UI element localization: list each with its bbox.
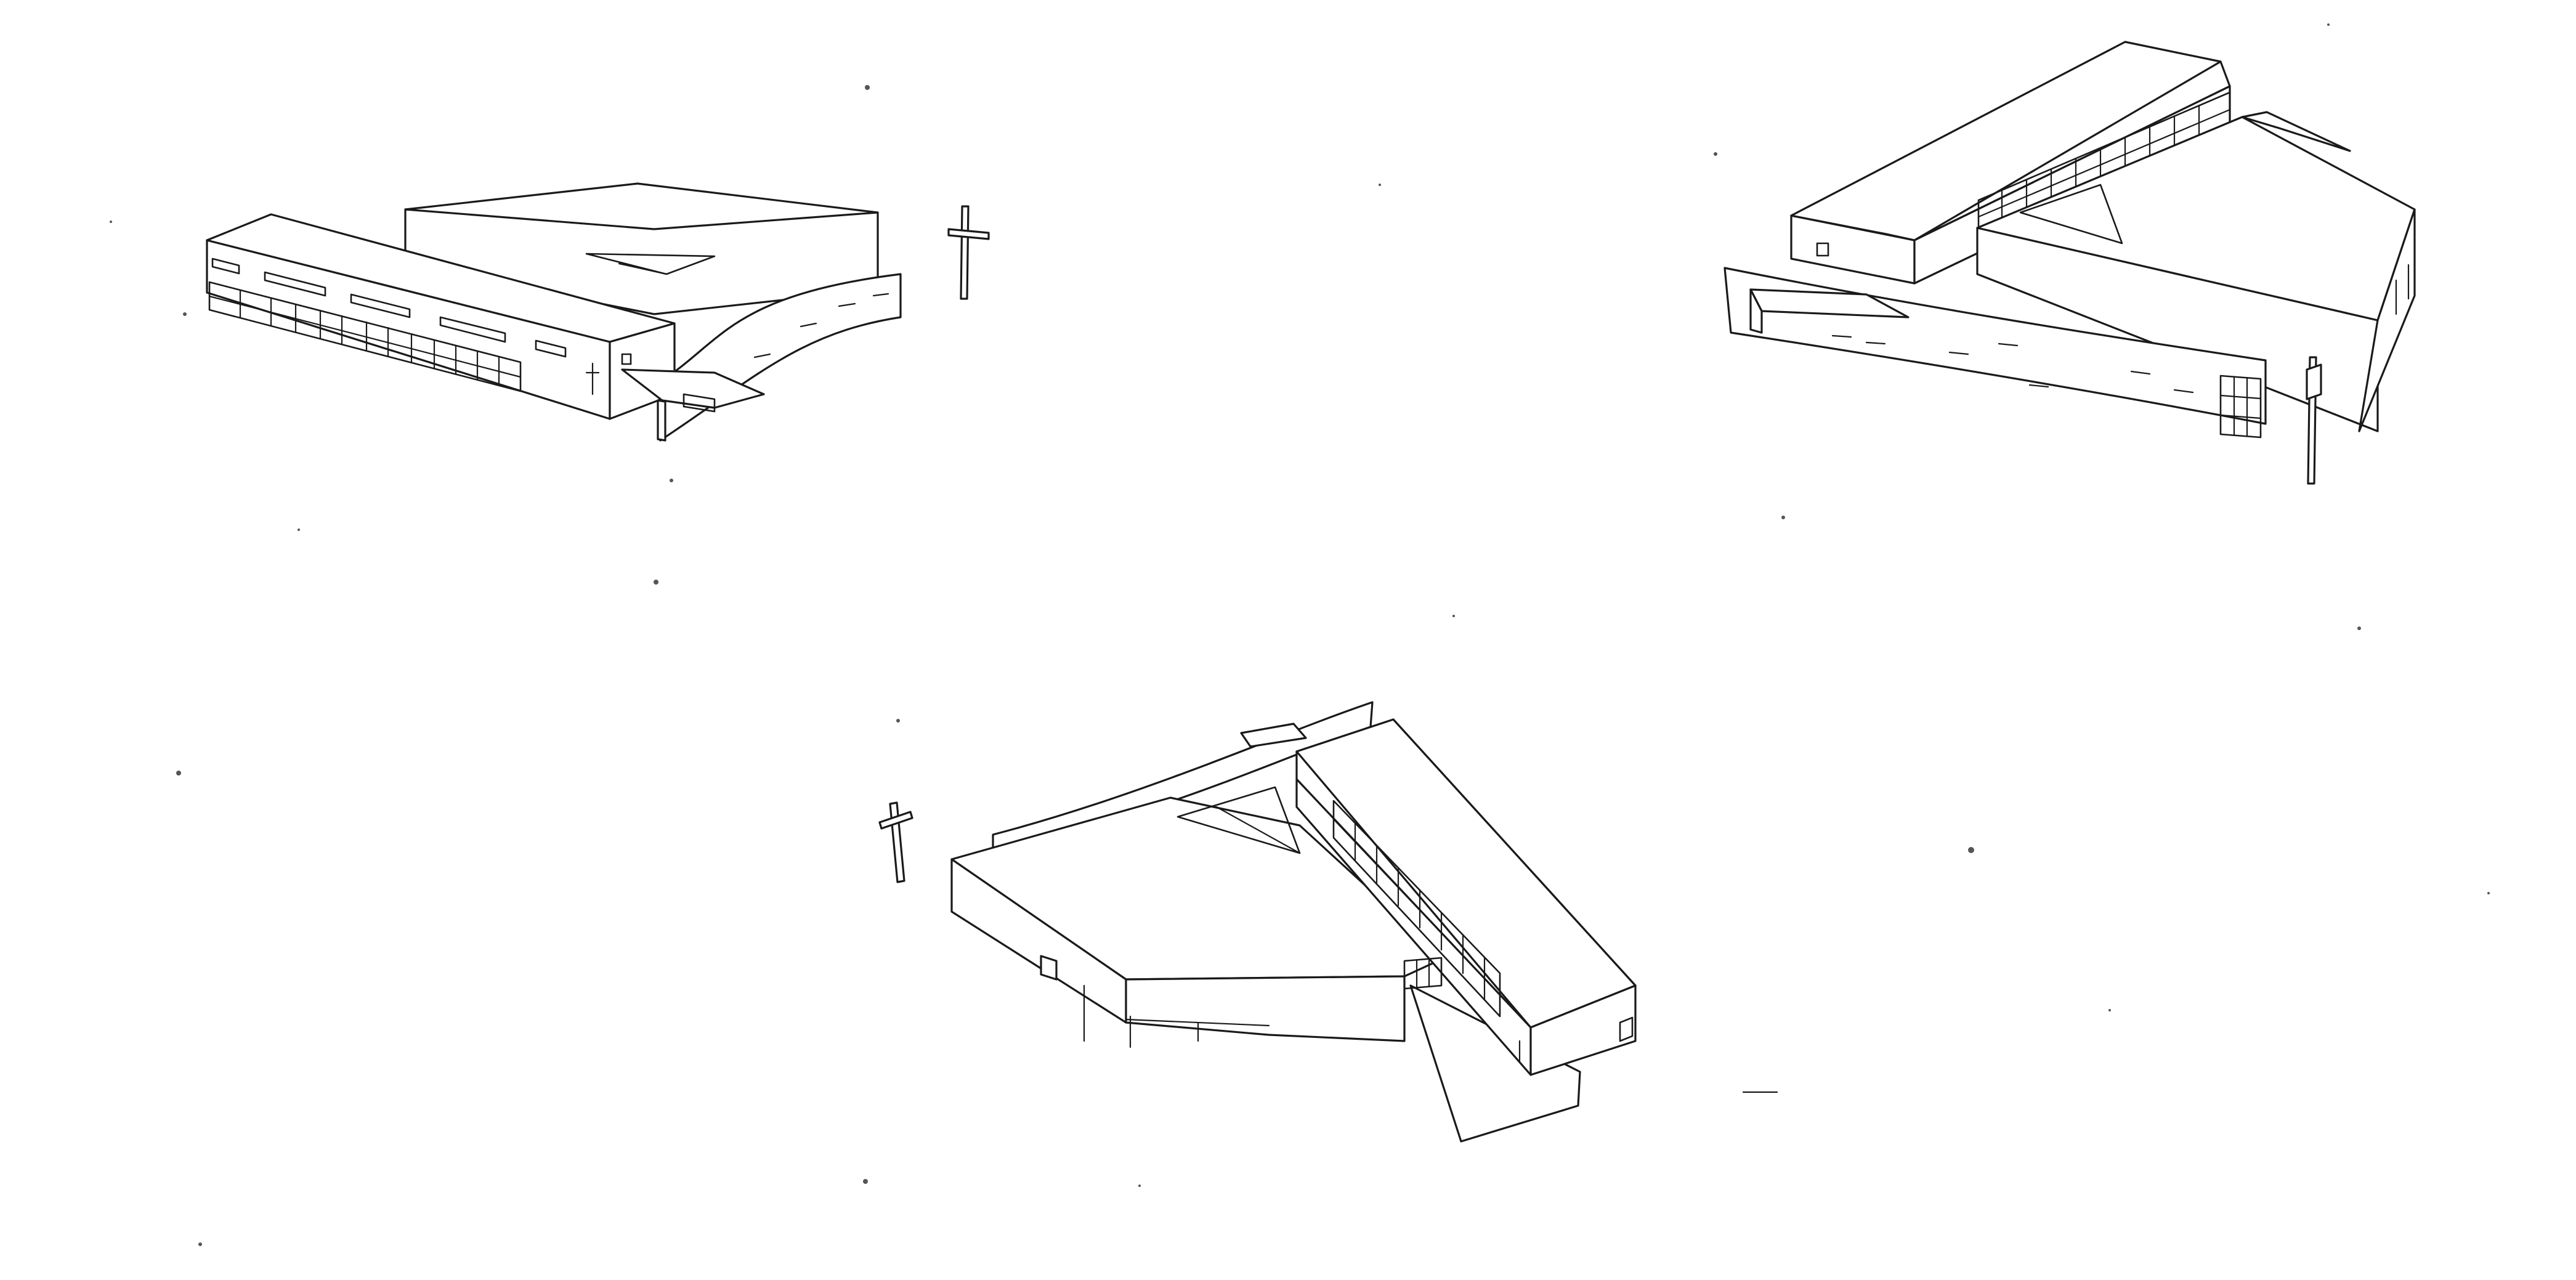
axonometric-view-northeast	[1723, 41, 2416, 485]
long-wing-block	[206, 213, 676, 420]
hall-block	[1976, 111, 2416, 432]
axonometric-view-aerial	[878, 701, 1778, 1143]
curved-wall-entrance	[621, 273, 902, 442]
window-band	[1332, 800, 1501, 1018]
hall-block	[950, 786, 1446, 1048]
curved-wall	[1723, 267, 2267, 439]
cross-icon	[947, 205, 990, 300]
window-grid-band	[208, 281, 522, 392]
paper-specks	[110, 23, 2490, 1246]
ribbon-windows	[211, 257, 567, 358]
long-wing-block	[1295, 718, 1637, 1076]
cross-icon	[2306, 356, 2322, 485]
cross-icon	[878, 801, 913, 883]
axonometric-view-southwest	[206, 182, 990, 442]
